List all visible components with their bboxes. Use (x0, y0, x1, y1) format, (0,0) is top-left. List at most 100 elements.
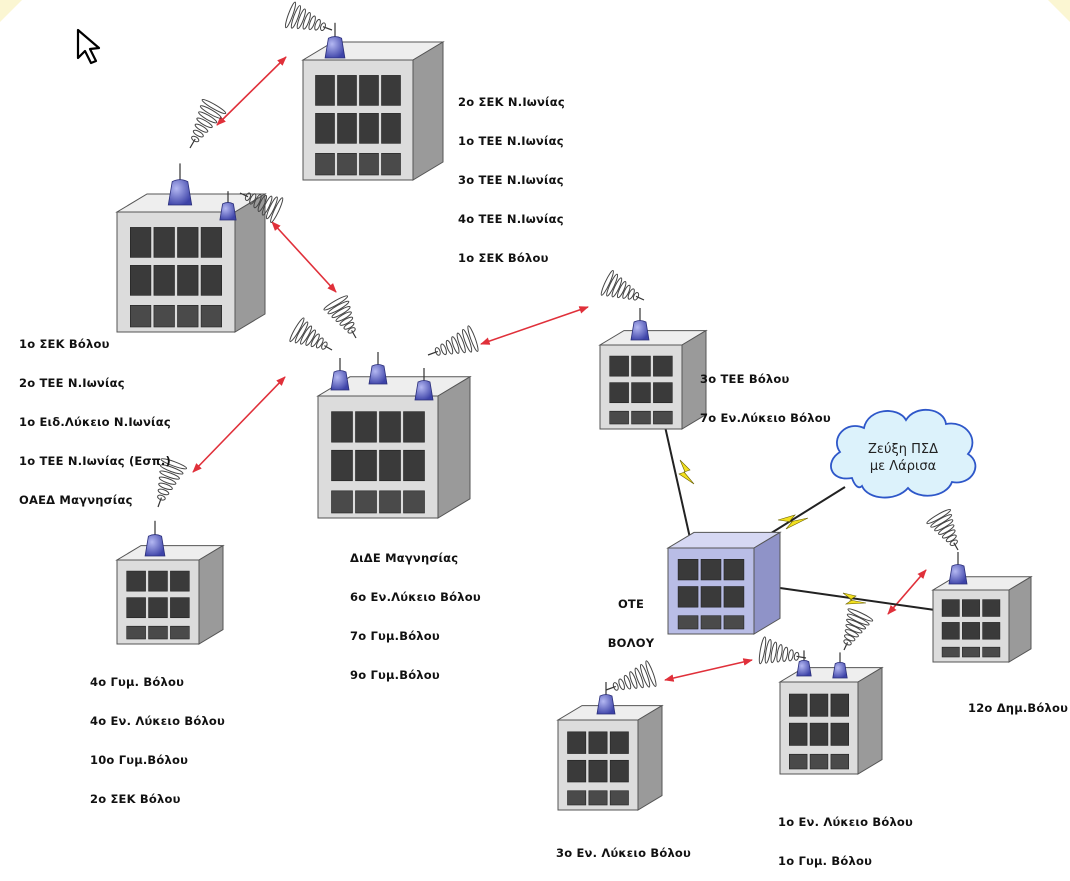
building-left-lower (115, 544, 225, 645)
dish-icon (843, 608, 874, 651)
label-right-far-site: 12ο Δημ.Βόλου (968, 676, 1068, 728)
window (315, 75, 335, 106)
window (588, 731, 608, 754)
window (653, 382, 673, 404)
antenna-icon (596, 682, 616, 715)
label-bottom-left-site: 3ο Εν. Λύκειο Βόλου (556, 821, 691, 873)
door-panel (331, 490, 353, 514)
building-center (316, 375, 472, 519)
window (609, 382, 629, 404)
window (982, 622, 1001, 640)
cloud-icon (830, 409, 977, 499)
window (809, 693, 829, 717)
label-left-lower-site: 4ο Γυμ. Βόλου 4ο Εν. Λύκειο Βόλου 10ο Γυ… (90, 650, 225, 819)
door-panel (631, 410, 651, 425)
label-line: 1ο ΤΕΕ Ν.Ιωνίας (458, 134, 564, 148)
corner-tint-top-left (0, 0, 22, 22)
door-panel (381, 153, 401, 176)
lightning-icons (678, 459, 867, 605)
antenna-icon (324, 22, 346, 59)
door-panel (788, 753, 808, 770)
window (153, 265, 175, 296)
door-panel (653, 410, 673, 425)
cloud-label-line: Ζεύξη ΠΣΔ (868, 442, 938, 457)
door-panel (809, 753, 829, 770)
lightning-icon (842, 592, 867, 605)
window (700, 586, 722, 608)
building-bottom-left (556, 704, 664, 811)
door-panel (200, 304, 223, 328)
window (788, 693, 808, 717)
window (941, 622, 960, 640)
dish-icon (157, 458, 188, 508)
cloud-label: Ζεύξη ΠΣΔ με Λάρισα (838, 441, 968, 475)
label-line: 12ο Δημ.Βόλου (968, 701, 1069, 715)
dish-icon (289, 317, 333, 351)
cursor-arrow-icon (76, 28, 101, 65)
label-line: 6ο Εν.Λύκειο Βόλου (350, 590, 481, 604)
window (130, 227, 152, 258)
label-center-site: ΔιΔΕ Μαγνησίας 6ο Εν.Λύκειο Βόλου 7ο Γυμ… (350, 526, 481, 695)
link-bottomright-rightfar (887, 569, 927, 615)
label-line: 1ο Εν. Λύκειο Βόλου (778, 815, 913, 829)
cloud-label-line: με Λάρισα (869, 459, 937, 474)
window (653, 355, 673, 377)
dish-icon (323, 295, 357, 339)
door-panel (982, 646, 1001, 658)
window (200, 227, 223, 258)
window (609, 759, 629, 783)
label-line: 2ο ΣΕΚ Ν.Ιωνίας (458, 95, 565, 109)
label-line: 1ο ΣΕΚ Βόλου (19, 337, 110, 351)
window (962, 622, 980, 640)
window (381, 75, 401, 106)
building-right-far (931, 575, 1033, 663)
door-panel (177, 304, 199, 328)
antenna-icon (144, 520, 166, 557)
antenna-icon (219, 191, 237, 221)
label-line: 3ο ΤΕΕ Ν.Ιωνίας (458, 173, 564, 187)
door-panel (403, 490, 425, 514)
door-panel (609, 790, 629, 806)
door-panel (609, 410, 629, 425)
label-line: ΟΤΕ (617, 597, 645, 611)
window (830, 722, 850, 746)
window (609, 355, 629, 377)
antenna-icon (796, 650, 812, 677)
window (941, 599, 960, 617)
door-panel (170, 625, 190, 640)
link-center-rightupper (480, 306, 589, 345)
window (148, 570, 168, 592)
window (315, 113, 335, 144)
label-line: ΔιΔΕ Μαγνησίας (350, 551, 459, 565)
label-line: 4ο Εν. Λύκειο Βόλου (90, 714, 225, 728)
dish-icon (605, 660, 657, 691)
window (723, 586, 745, 608)
window (359, 113, 379, 144)
door-panel (355, 490, 377, 514)
window (200, 265, 223, 296)
window (609, 731, 629, 754)
window (126, 570, 146, 592)
antenna-icon (414, 368, 434, 401)
window (588, 759, 608, 783)
line-rightupper-ote (663, 421, 691, 539)
building-ote (666, 531, 782, 635)
door-panel (962, 646, 980, 658)
door-panel (130, 304, 152, 328)
door-panel (677, 615, 699, 630)
door-panel (700, 615, 722, 630)
label-line: 4ο Γυμ. Βόλου (90, 675, 185, 689)
dish-icon (758, 636, 807, 665)
window (177, 265, 199, 296)
label-line: 3ο ΤΕΕ Βόλου (700, 372, 790, 386)
window (788, 722, 808, 746)
antenna-icon (948, 552, 968, 585)
dish-icon (284, 1, 333, 32)
window (631, 382, 651, 404)
window (130, 265, 152, 296)
window (126, 597, 146, 619)
door-panel (126, 625, 146, 640)
window (567, 731, 587, 754)
window (381, 113, 401, 144)
window (700, 559, 722, 581)
